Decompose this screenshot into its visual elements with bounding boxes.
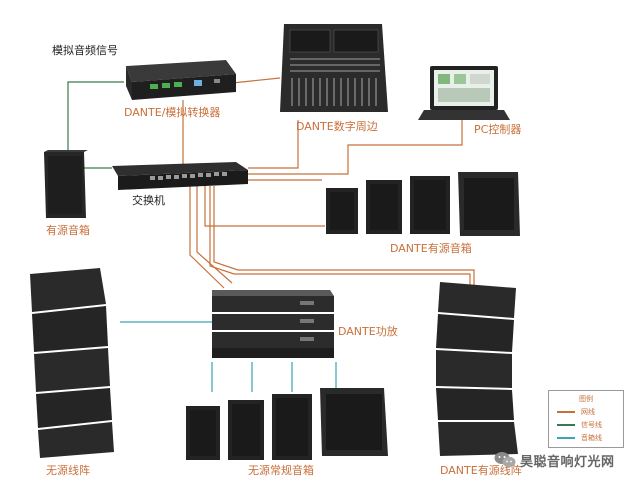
watermark-text: 昊聪音响灯光网 [520,454,615,470]
cable-converter-mixer [231,77,281,84]
pc-laptop-device [418,66,510,120]
legend-box: 图例 网线 信号线 音箱线 [548,390,624,448]
legend-title: 图例 [579,395,593,403]
label-switch: 交换机 [132,194,165,207]
legend-swatch-signal [557,424,575,426]
dante-mixer-device [280,24,388,112]
label-passive-speakers: 无源常规音箱 [248,464,314,477]
watermark: 昊聪音响灯光网 [494,449,615,471]
label-pc-controller: PC控制器 [474,123,522,136]
active-speaker-device [44,150,88,218]
legend-label-network: 网线 [581,408,595,416]
signal-cables [67,81,124,169]
cable-switch-amp-a [196,186,233,284]
passive-line-array-device [30,268,114,458]
dante-active-speakers [326,172,520,236]
dante-converter-device [126,60,236,100]
legend-swatch-speaker [557,437,575,439]
passive-speakers-group [186,388,388,460]
legend-swatch-network [557,411,575,413]
network-switch-device [112,162,248,190]
cable-switch-linearray-b [209,186,471,285]
dante-amplifier-stack [212,290,334,358]
cable-switch-amp-b [189,186,225,289]
legend-item-network: 网线 [557,407,621,417]
legend-label-signal: 信号线 [581,421,602,429]
legend-item-signal: 信号线 [557,420,621,430]
wechat-icon [494,452,516,468]
cable-analog-converter [67,81,124,162]
label-dante-peripheral: DANTE数字周边 [296,120,378,133]
label-dante-active-speaker: DANTE有源音箱 [390,242,472,255]
dante-active-line-array-device [436,282,518,456]
cable-switch-dante-speakers-2 [204,186,325,227]
cable-switch-mixer [248,120,299,169]
legend-item-speaker: 音箱线 [557,433,621,443]
cable-switch-linearray-a [213,186,475,285]
cable-switch-pc [248,120,463,175]
label-dante-amplifier: DANTE功放 [338,325,398,338]
speaker-cables [120,321,337,392]
network-cables [182,77,475,289]
label-dante-converter: DANTE/模拟转换器 [124,106,221,119]
label-dante-active-line-array: DANTE有源线阵 [440,464,522,477]
legend-label-speaker: 音箱线 [581,434,602,442]
label-passive-line-array: 无源线阵 [46,464,90,477]
label-active-speaker: 有源音箱 [46,224,90,237]
label-analog-signal: 模拟音频信号 [52,44,118,57]
